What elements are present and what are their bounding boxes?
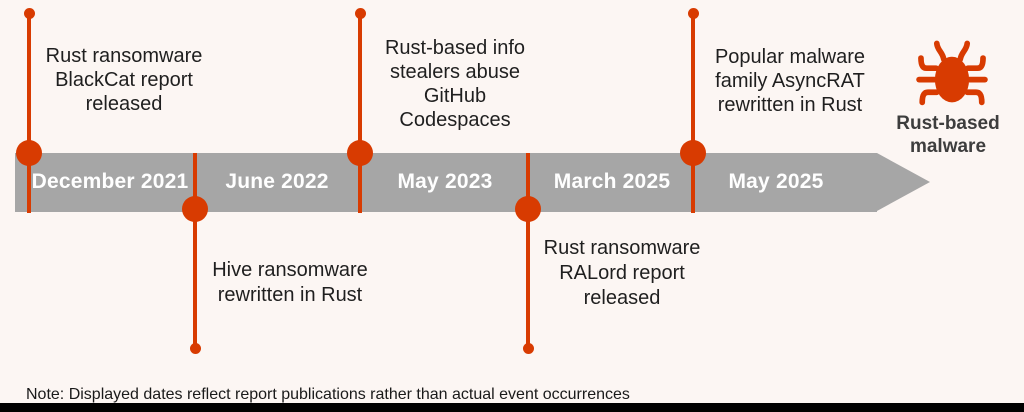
milestone-dot-large <box>182 196 208 222</box>
date-label-may-2023: May 2023 <box>397 170 493 193</box>
event-label-hive: Hive ransomware rewritten in Rust <box>212 259 368 306</box>
date-label-june-2022: June 2022 <box>225 170 329 193</box>
date-label-march-2025: March 2025 <box>553 170 671 193</box>
timeline-arrowhead-icon <box>877 153 930 211</box>
milestone-dot-large <box>515 196 541 222</box>
milestone-stem <box>27 13 31 213</box>
timeline-bar <box>15 153 877 212</box>
milestone-stem <box>358 13 362 213</box>
milestone-stem <box>691 13 695 213</box>
note-text: Note: Displayed dates reflect report pub… <box>26 386 630 403</box>
milestone-dot-small <box>355 8 366 19</box>
event-label-github-codespaces: Rust-based info stealers abuse GitHub Co… <box>384 37 526 131</box>
milestone-dot-small <box>523 343 534 354</box>
milestone-dot-large <box>347 140 373 166</box>
date-label-may-2025: May 2025 <box>728 170 824 193</box>
milestone-dot-small <box>688 8 699 19</box>
date-label-december-2021: December 2021 <box>31 170 189 193</box>
milestone-dot-large <box>16 140 42 166</box>
milestone-dot-large <box>680 140 706 166</box>
footer-bar <box>0 403 1024 412</box>
event-label-ralord: Rust ransomware RALord report released <box>543 237 701 309</box>
milestone-dot-small <box>24 8 35 19</box>
event-label-blackcat: Rust ransomware BlackCat report released <box>45 45 203 115</box>
bug-icon <box>916 40 988 106</box>
milestone-dot-small <box>190 343 201 354</box>
event-label-asyncrat: Popular malware family AsyncRAT rewritte… <box>714 46 866 116</box>
legend-label: Rust-based malware <box>896 113 1000 157</box>
milestone-stem <box>526 153 530 350</box>
milestone-stem <box>193 153 197 350</box>
